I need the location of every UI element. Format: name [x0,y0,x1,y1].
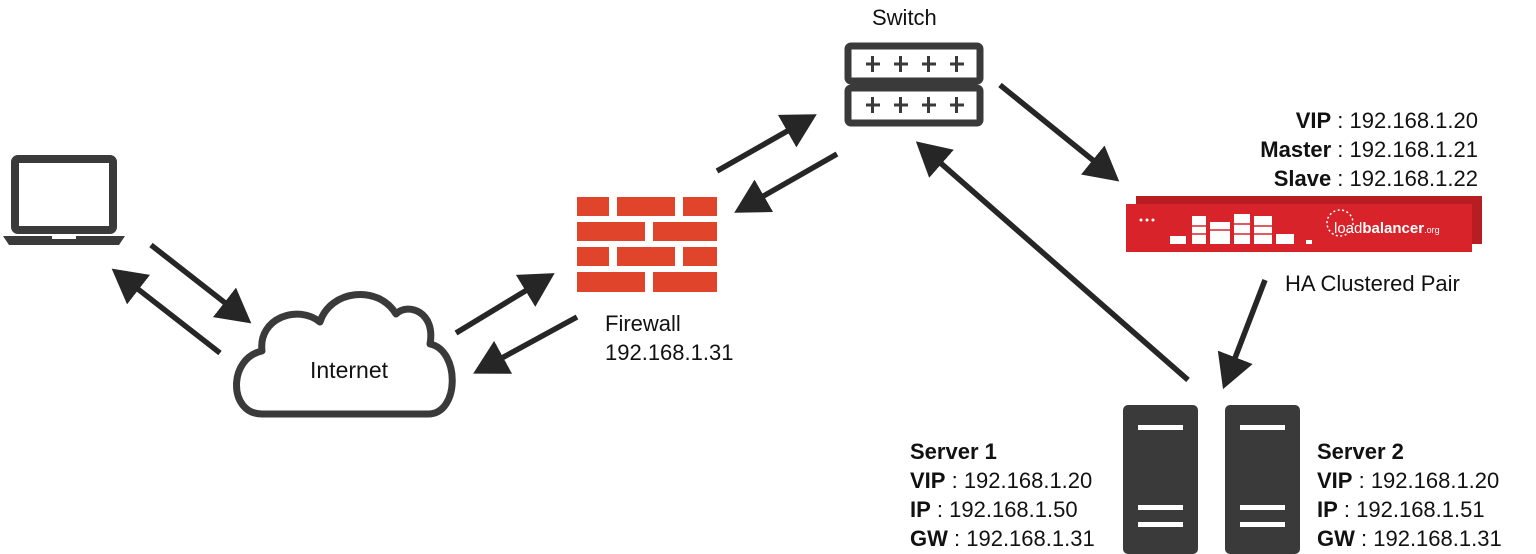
server1-info: Server 1 VIP : 192.168.1.20 IP : 192.168… [910,437,1095,553]
lb-vip-line: VIP : 192.168.1.20 [1295,108,1478,133]
load-balancer-address-block: VIP : 192.168.1.20 Master : 192.168.1.21… [1160,106,1478,193]
arrow-firewall-to-switch [715,114,817,174]
server-icon [1123,405,1198,554]
arrow-firewall-to-internet [473,314,579,374]
arrow-internet-to-firewall [454,273,555,336]
firewall-ip: 192.168.1.31 [605,340,734,365]
server1-gw: GW : 192.168.1.31 [910,526,1095,551]
arrow-switch-to-load-balancer [998,82,1120,182]
arrow-server-to-switch [915,141,1190,383]
lb-master-line: Master : 192.168.1.21 [1260,137,1478,162]
arrow-load-balancer-to-servers [1217,279,1268,390]
svg-text:loadbalancer.org: loadbalancer.org [1334,220,1440,237]
lb-slave-line: Slave : 192.168.1.22 [1273,166,1478,191]
arrow-laptop-to-internet [149,242,252,324]
server1-vip: VIP : 192.168.1.20 [910,468,1093,493]
server2-title: Server 2 [1317,439,1404,464]
cloud-icon [233,290,456,418]
arrow-switch-to-firewall [734,151,839,213]
laptop-icon [3,155,125,245]
internet-label: Internet [310,357,388,383]
server2-info: Server 2 VIP : 192.168.1.20 IP : 192.168… [1317,437,1502,553]
firewall-icon [577,197,717,292]
server2-ip: IP : 192.168.1.51 [1317,497,1485,522]
server-icon [1225,405,1300,554]
server1-ip: IP : 192.168.1.50 [910,497,1078,522]
server2-gw: GW : 192.168.1.31 [1317,526,1502,551]
server1-title: Server 1 [910,439,997,464]
server2-vip: VIP : 192.168.1.20 [1317,468,1500,493]
arrow-internet-to-laptop [111,268,222,356]
load-balancer-icon: loadbalancer.org [1126,196,1482,252]
load-balancer-caption: HA Clustered Pair [1285,271,1460,296]
switch-label: Switch [872,5,937,30]
switch-icon [844,42,984,127]
firewall-label: Firewall 192.168.1.31 [605,311,734,365]
